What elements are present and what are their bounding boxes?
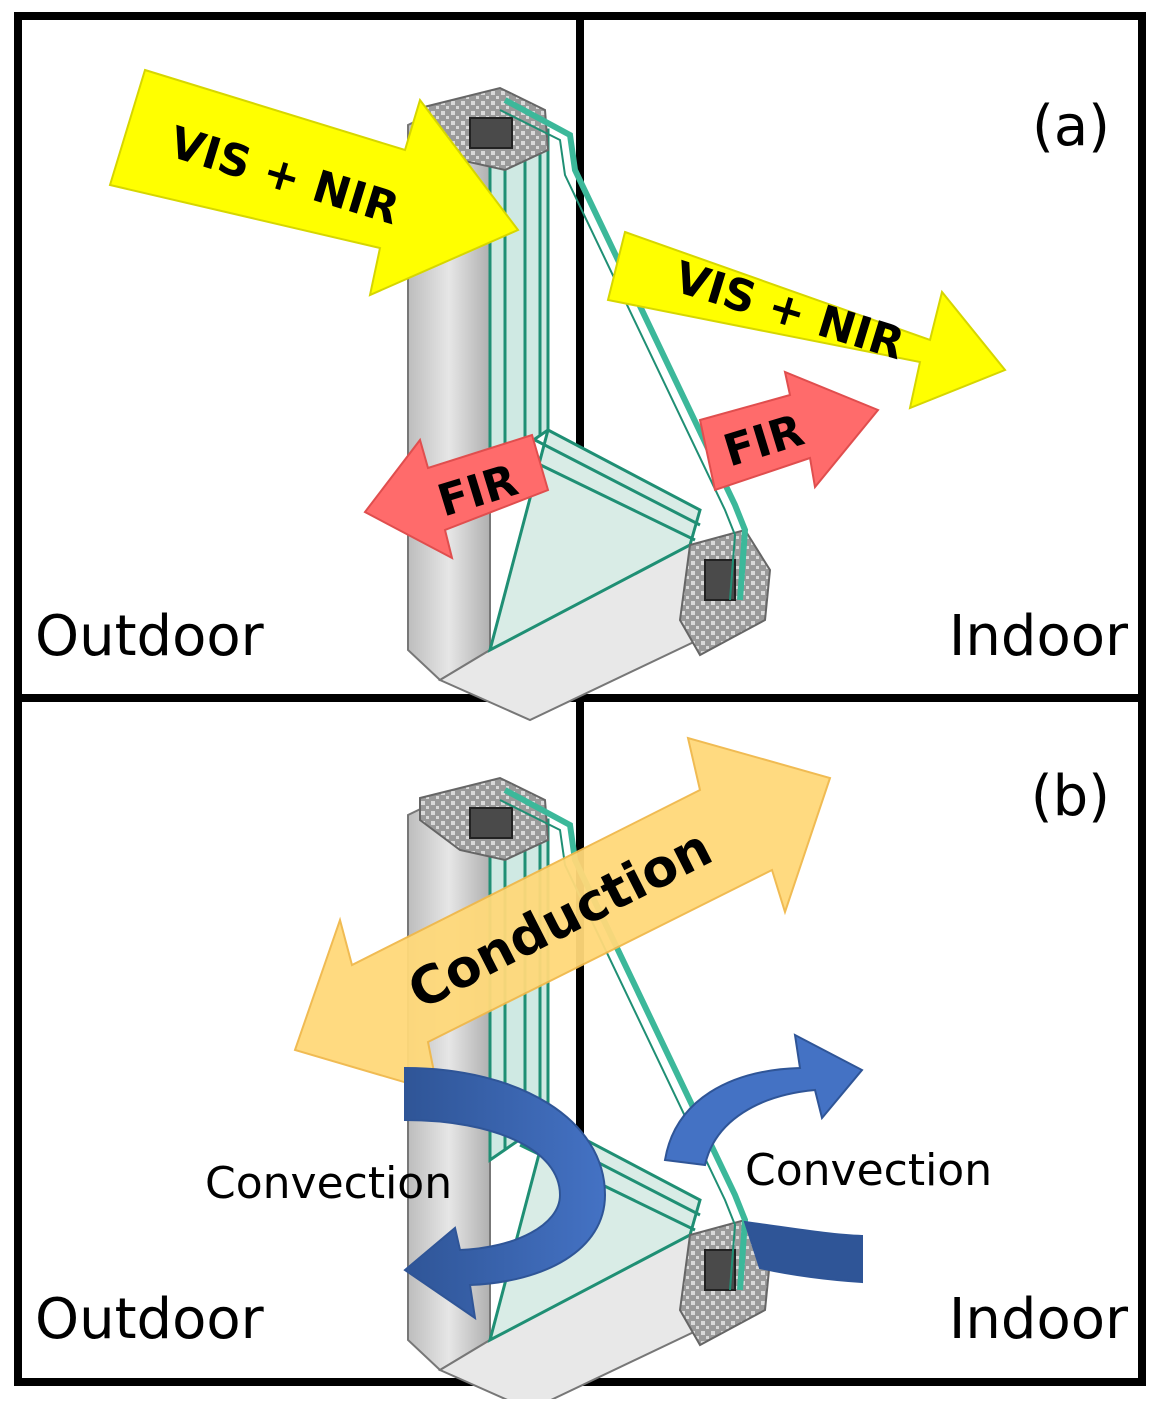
convection-outward-arrow xyxy=(403,1066,607,1321)
convection-inward-floor-arrow xyxy=(743,1220,863,1284)
panel-b-indoor-label: Indoor xyxy=(949,1287,1129,1352)
fir-inward-arrow xyxy=(698,370,880,492)
convection-inward-label: Convection xyxy=(745,1145,992,1196)
panel-a-indoor-label: Indoor xyxy=(949,604,1129,669)
conduction-arrow xyxy=(293,736,832,1094)
panel-b-outdoor-label: Outdoor xyxy=(35,1287,265,1352)
panel-a-tag: (a) xyxy=(1032,94,1110,159)
transmitted-radiation-arrow xyxy=(606,230,1007,410)
convection-outward-label: Convection xyxy=(205,1158,452,1209)
convection-inward-arrow xyxy=(663,1033,864,1167)
panel-a-outdoor-label: Outdoor xyxy=(35,604,265,669)
panel-b-tag: (b) xyxy=(1031,764,1110,829)
incoming-radiation-arrow xyxy=(108,68,520,297)
fir-outward-arrow xyxy=(363,433,550,560)
transmitted-radiation-label: VIS + NIR xyxy=(669,252,910,370)
